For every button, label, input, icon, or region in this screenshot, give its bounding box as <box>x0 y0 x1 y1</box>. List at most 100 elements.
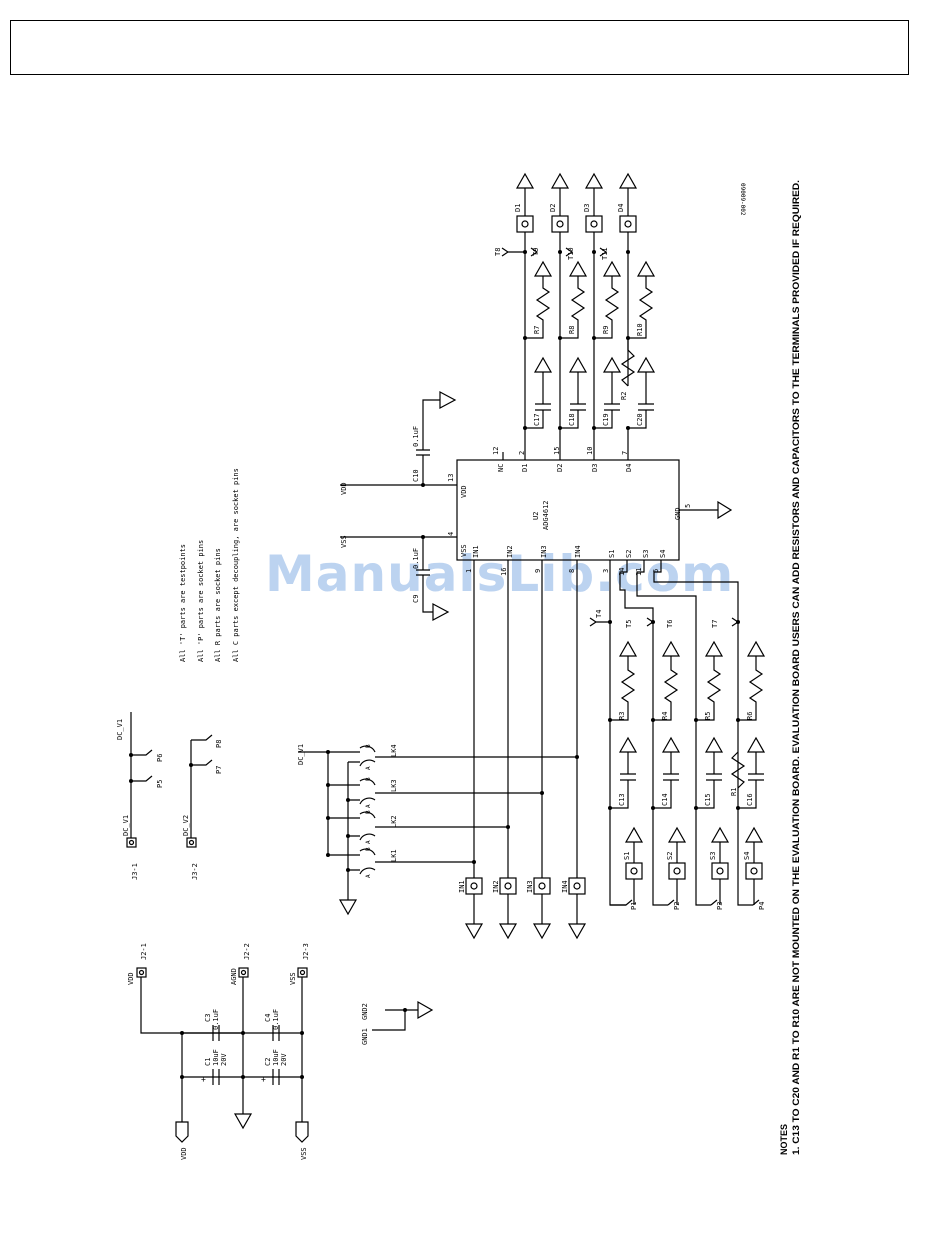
p4-pin[interactable] <box>752 899 760 906</box>
lk3-a: A <box>365 804 372 808</box>
ic-d1-num: 2 <box>518 451 526 455</box>
in1-connector[interactable] <box>465 877 483 895</box>
t4-label: T4 <box>595 610 603 618</box>
ic-d3-pin: D3 <box>591 464 599 472</box>
t5-testpoint[interactable] <box>646 617 655 627</box>
lk3-label: LK3 <box>390 779 398 792</box>
j21-connector[interactable] <box>136 967 147 978</box>
junction <box>540 791 544 795</box>
c14-cap <box>653 752 679 809</box>
ic-d1-pin: D1 <box>521 464 529 472</box>
ic-vdd-num: 13 <box>447 474 455 482</box>
lk4-link[interactable] <box>359 745 577 767</box>
d1-connector[interactable] <box>516 215 534 233</box>
lk2-a: A <box>365 840 372 844</box>
connector-pin <box>624 220 632 228</box>
lk3-link[interactable] <box>359 778 542 805</box>
p1-pin[interactable] <box>610 899 633 906</box>
j31-connector[interactable] <box>126 837 137 848</box>
lk2-b: B <box>365 810 372 814</box>
p2-pin[interactable] <box>667 899 675 906</box>
c16-ground <box>746 736 766 753</box>
j23-connector[interactable] <box>297 967 308 978</box>
t9-testpoint[interactable] <box>530 247 539 257</box>
agnd-label: AGND <box>230 968 238 985</box>
c4-label: C4 <box>264 1014 272 1022</box>
c20-cap <box>628 372 654 429</box>
lk4-label: LK4 <box>390 744 398 757</box>
c17-cap <box>525 372 551 429</box>
j22-connector[interactable] <box>238 967 249 978</box>
connector-pin <box>538 882 546 890</box>
connector-pin <box>590 220 598 228</box>
watermark: ManualsLib.com <box>265 545 735 603</box>
ic-s1-num: 3 <box>602 569 610 573</box>
connector-pin <box>470 882 478 890</box>
vdd-port-label: VDD <box>180 1147 188 1160</box>
p6-pin[interactable] <box>131 749 153 756</box>
s4-connector[interactable] <box>745 862 763 880</box>
p7-pin[interactable] <box>191 759 213 766</box>
lk2-link[interactable] <box>359 811 508 841</box>
d2-connector[interactable] <box>551 215 569 233</box>
gnd1-label: GND1 <box>361 1028 369 1045</box>
source-channel-2: T5 R4 C14 S2 P2 T6 <box>625 617 687 910</box>
in4-connector[interactable] <box>568 877 586 895</box>
t7-testpoint[interactable] <box>731 617 740 627</box>
s4-port <box>744 826 764 863</box>
c3-val: 0.1uF <box>212 1009 220 1030</box>
connector-pin <box>716 867 724 875</box>
t10-testpoint[interactable] <box>565 247 574 257</box>
d1-label: D1 <box>514 204 522 212</box>
c2-cap <box>243 1069 302 1085</box>
notes-line-1: 1. C13 TO C20 AND R1 TO R10 ARE NOT MOUN… <box>791 180 801 1155</box>
t10-label: T10 <box>567 247 575 260</box>
c17-label: C17 <box>533 413 541 426</box>
figure-id: 09009-002 <box>739 183 746 216</box>
r2-resistor <box>620 338 636 387</box>
t4-testpoint[interactable] <box>589 617 610 627</box>
p5-pin[interactable] <box>131 775 153 782</box>
vss-net-label: VSS <box>340 535 348 548</box>
in2-connector[interactable] <box>499 877 517 895</box>
s1-port <box>624 826 644 863</box>
r10-ground <box>636 260 656 277</box>
p3-pin[interactable] <box>710 899 718 906</box>
s3-connector[interactable] <box>711 862 729 880</box>
ic-d3-num: 10 <box>586 447 594 455</box>
c16-label: C16 <box>746 793 754 806</box>
logic-inputs: IN1 IN2 IN3 IN4 DC_V1 LK4 B <box>297 560 587 940</box>
legend: All 'T' parts are testpoints All 'P' par… <box>179 468 240 662</box>
t11-testpoint[interactable] <box>599 247 608 257</box>
s2-connector[interactable] <box>668 862 686 880</box>
d4-label: D4 <box>617 204 625 212</box>
c15-label: C15 <box>704 793 712 806</box>
in3-connector[interactable] <box>533 877 551 895</box>
p6-label: P6 <box>156 754 164 762</box>
connector-pin <box>521 220 529 228</box>
c19-cap <box>594 372 620 429</box>
p8-pin[interactable] <box>191 734 213 741</box>
s3-label: S3 <box>709 852 717 860</box>
ic-s3-pin: S3 <box>642 550 650 558</box>
d4-connector[interactable] <box>619 215 637 233</box>
c19-label: C19 <box>602 413 610 426</box>
j32-connector[interactable] <box>186 837 197 848</box>
r3-ground <box>618 640 638 657</box>
drain-channels: D1 R7 C17 D2 <box>494 172 656 460</box>
lk3-wires <box>328 784 360 801</box>
in2-label: IN2 <box>492 880 500 893</box>
t8-label: T8 <box>494 248 502 256</box>
c4-cap <box>272 1025 280 1041</box>
s1-connector[interactable] <box>625 862 643 880</box>
r10-label: R10 <box>636 323 644 336</box>
lk2-wires <box>328 817 360 837</box>
s1-label: S1 <box>623 852 631 860</box>
legend-line-1: All 'T' parts are testpoints <box>179 544 187 662</box>
source-channel-3: R5 C15 S3 P3 <box>694 640 730 910</box>
t8-testpoint[interactable] <box>501 247 525 257</box>
header-box <box>10 20 909 75</box>
lk1-link[interactable] <box>359 848 474 875</box>
d3-connector[interactable] <box>585 215 603 233</box>
